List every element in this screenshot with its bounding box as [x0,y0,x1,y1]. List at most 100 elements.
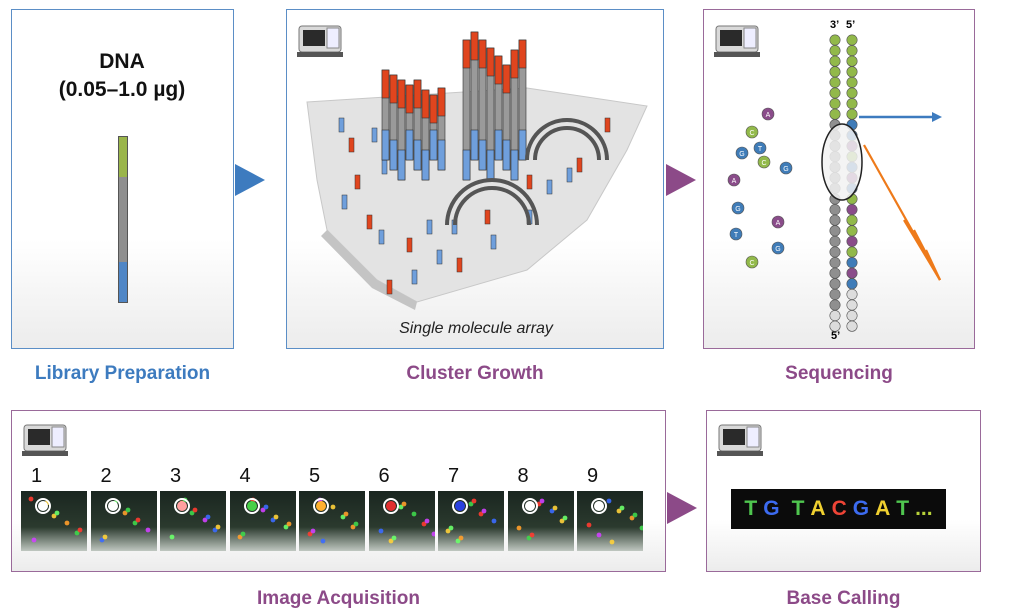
cluster-spot [215,524,221,530]
cluster-seed-mark [526,174,533,190]
free-nucleotide-label: C [749,130,754,137]
base-call-letter: A [810,497,826,520]
tracked-cluster [38,501,48,511]
cluster-seed-mark [411,269,418,285]
cluster-spot [54,510,60,516]
tracked-cluster [385,501,396,511]
synthesized-base [846,108,858,120]
cluster-seed-mark [366,214,373,230]
cluster-seed-mark [576,157,583,173]
cluster-strand-bottom [462,149,471,181]
cluster-spot [125,507,130,513]
highlight-ring [382,498,399,514]
cycle-image [368,491,435,551]
cluster-spot [388,538,393,544]
free-nucleotide [771,241,785,255]
synthesized-base [846,214,858,226]
cluster-spot [51,513,57,519]
cluster-spot [421,521,426,527]
cluster-spot [401,501,406,507]
template-base [829,267,841,279]
template-base [829,310,841,322]
cluster-spot [632,512,638,518]
cluster-strand-bottom [470,129,479,161]
cluster-spot [552,505,557,511]
tracked-cluster [316,501,326,511]
cycle-number: 2 [100,465,112,487]
cluster-spot [516,525,521,531]
free-nucleotide [729,227,743,241]
synthesized-base [846,235,858,247]
cluster-seed-mark [381,159,388,175]
bridge-arc [453,186,531,226]
cluster-spot [455,538,461,544]
cluster-spot [596,532,602,538]
free-nucleotide [779,161,793,175]
base-calling-caption: Base Calling [786,588,901,609]
template-base [829,98,841,110]
cluster-strand-top [478,39,487,69]
cluster-seed-mark [604,117,611,133]
cluster-spot [458,535,464,541]
cluster-spot [286,521,291,527]
highlight-ring [174,498,190,514]
highlight-ring [243,498,260,514]
polymerase-ellipse [821,123,863,201]
cycle-number: 9 [587,465,599,487]
cycle-image [90,491,157,551]
cluster-spot [320,538,326,544]
cluster-seed-mark [386,279,393,295]
cluster-strand-top [470,31,479,61]
cluster-spot [330,504,336,510]
tracked-cluster [246,501,257,511]
cluster-spot [448,525,454,531]
template-base [829,257,841,269]
cluster-growth-panel: Single molecule array [286,9,664,349]
free-nucleotide-label: A [732,178,737,185]
cluster-growth-caption: Cluster Growth [406,363,544,384]
cluster-seed-mark [348,137,355,153]
cluster-strand-bottom [421,149,430,181]
arrow-2-icon [666,164,696,196]
cluster-strand-bottom [486,149,495,181]
free-nucleotide-label: G [739,151,744,158]
cluster-spot [639,525,643,531]
cluster-spot [202,517,208,523]
template-base [829,288,841,300]
template-base [829,235,841,247]
flow-cell-slide [306,31,648,310]
cluster-spot [189,510,195,516]
cluster-seed-mark [490,234,497,250]
cluster-spot [411,511,416,517]
synthesized-base [846,320,858,332]
free-nucleotide [761,107,775,121]
template-base [829,55,841,67]
laser-orange-arrows [863,144,941,281]
free-nucleotide [735,146,749,160]
cluster-seed-mark [436,249,443,265]
cycle-number: 8 [517,465,529,487]
cluster-spot [135,517,140,523]
free-nucleotide [753,141,767,155]
cluster-spot [398,504,403,510]
cluster-spot [192,507,198,513]
cluster-strand-top [510,49,519,79]
free-nucleotide-label: G [775,246,780,253]
cluster-spot [310,528,316,534]
bridge-arc [525,118,609,161]
free-nucleotide [745,255,759,269]
cluster-strand-top [413,79,422,109]
cluster-seed-mark [354,174,361,190]
library-preparation-caption: Library Preparation [34,363,211,384]
highlight-ring [521,498,538,514]
sequencer-icon [717,424,763,456]
cluster-spot [526,535,531,541]
dna-title: DNA [99,50,145,73]
arrow-1-icon [235,164,265,196]
cycle-image [160,491,226,551]
synthesized-base [846,204,858,216]
cluster-spot [263,504,268,510]
synthesized-base [846,45,858,57]
base-call-letter: T [791,497,805,520]
